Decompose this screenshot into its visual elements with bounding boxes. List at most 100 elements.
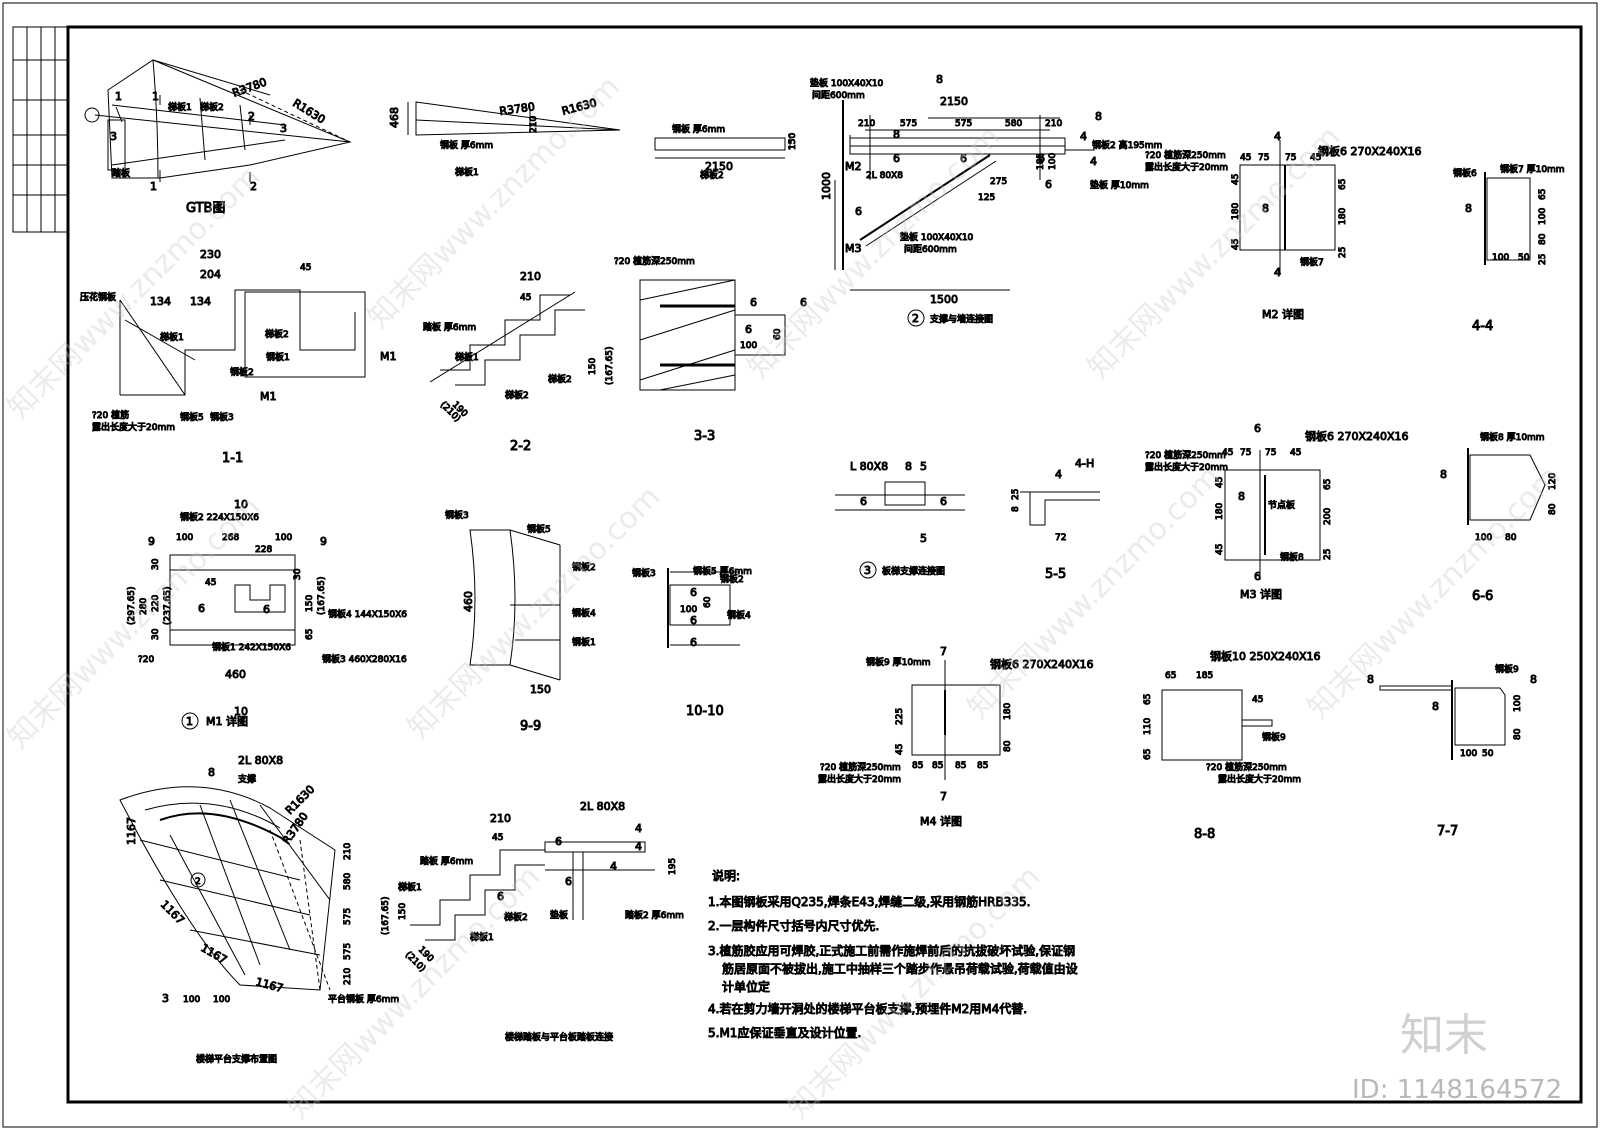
m1-dim-30a: 30 [151,558,161,570]
m3-exposed: 露出长度大于20mm [1145,461,1228,473]
m4-dim-85d: 85 [977,761,988,771]
m2-dim-45a: 45 [1240,153,1251,163]
sc-caption: 楼梯踏板与平台板踏板连接 [505,1031,613,1043]
m1-dim-30c: 30 [293,568,303,580]
s44-plate: 钢板7 厚10mm [1500,163,1565,175]
m2-cut-bottom: 4 [1274,266,1281,279]
m2-weld: 8 [1262,202,1269,215]
notes-item-5: 5.M1应保证垂直及设计位置. [708,1025,861,1040]
s44-dim-100b: 100 [1492,253,1509,263]
support-caption: 支撑与墙连接图 [930,313,993,325]
m2-detail: ?20 植筋深250mm 露出长度大于20mm 钢板6 270X240X16 4… [1145,130,1423,322]
s11-dim-134b: 134 [190,295,211,308]
section-5-5: 25 8 72 4 4-H 5-5 [1011,457,1100,583]
sc-weld-2: 6 [565,875,572,888]
sc-dim-16765: (167.65) [381,896,391,935]
platform-caption: 楼梯平台支撑布置图 [196,1053,277,1065]
m4-dim-45: 45 [895,744,905,755]
s22-dim-150: 150 [588,358,598,375]
s44-dim-100: 100 [1538,208,1548,225]
s11-steel5: 钢板5 [180,411,204,423]
s99-steel2: 钢板2 [572,561,596,573]
s44-dim-25: 25 [1538,254,1548,265]
platform-member: 2L 80X8 [238,754,283,767]
m1-dim-23765: (237.65) [163,586,173,625]
support-dim-210b: 210 [1045,119,1062,129]
m3-weld: 8 [1238,490,1245,503]
support-tag-m3: M3 [845,242,862,255]
s1010-dim-60: 60 [703,596,713,608]
s11-anchor: ?20 植筋 [92,409,129,421]
m3-dim-45a: 45 [1222,448,1233,458]
s55-weld-1: 4-H [1075,457,1094,470]
s44-weld: 8 [1465,202,1472,215]
m4-detail: 钢板9 厚10mm 钢板6 270X240X16 ?20 植筋深250mm 露出… [818,645,1095,829]
watermark-tile: 知末网www.znzmo.com [961,459,1227,725]
s22-dim-45: 45 [520,293,531,303]
s88-caption: 8-8 [1194,827,1215,842]
m3-dim-75b: 75 [1265,448,1276,458]
m1-dim-268: 268 [222,533,239,543]
s44-dim-80: 80 [1538,233,1548,245]
s11-m1a: M1 [380,350,397,363]
m2-dim-180a: 180 [1231,203,1241,220]
m4-cut-bottom: 7 [940,790,947,803]
m4-exposed: 露出长度大于20mm [818,773,901,785]
platform-plate: 平台钢板 厚6mm [328,993,399,1005]
s1010-weld-2: 6 [690,636,697,649]
m10-dim-110: 110 [1143,718,1153,735]
platform-dim-210a: 210 [343,843,353,860]
sc-tread1: 梯板1 [398,881,422,893]
s55conn-cut-top: 5 [920,460,927,473]
s66-weld: 8 [1440,468,1447,481]
m3-dim-25: 25 [1323,549,1333,560]
s99-steel1: 钢板1 [572,636,596,648]
s66-caption: 6-6 [1472,589,1493,604]
platform-dim-1167c: 1167 [199,941,230,966]
s44-dim-50: 50 [1518,253,1530,263]
platform-dim-1167a: 1167 [125,817,138,845]
sc-beam: 踏板2 厚6mm [625,909,684,921]
s11-steel1: 钢板1 [266,351,290,363]
m1-weld-2: 45 [205,578,216,588]
platform-dim-580: 580 [343,873,353,890]
section-2-2: 210 45 150 (167.65) 190 (210) 踏板 厚6mm 梯板… [423,270,616,455]
m1-weld-0: 6 [198,602,205,615]
m3-caption: M3 详图 [1240,587,1282,601]
support-tag-8a: 8 [936,73,943,86]
m10-dim-65a: 65 [1165,671,1176,681]
section-6-6: 钢板8 厚10mm 8 120 80 100 80 6-6 [1440,431,1559,605]
m1-dim-460: 460 [225,668,246,681]
m3-dim-75a: 75 [1240,448,1251,458]
tread1-dim-468: 468 [388,107,401,128]
watermark-brand: 知末 [1400,1010,1488,1061]
support-dim-2150: 2150 [940,95,968,108]
platform-bottom-3: 3 [162,992,169,1005]
gtb-label-1a: 1 [115,90,122,103]
m1-cut-top: 10 [234,498,248,511]
s55-dim-72: 72 [1055,533,1066,543]
m3-dim-65: 65 [1323,479,1333,490]
tread1-r-outer: R3780 [499,100,536,118]
s77-caption: 7-7 [1437,824,1458,839]
s66-dim-120: 120 [1548,473,1558,490]
m2-dim-65: 65 [1338,179,1348,190]
watermark-tile: 知末网www.znzmo.com [741,119,1007,385]
support-dim-1000: 1000 [820,172,833,200]
m10-dim-65b: 65 [1143,694,1153,705]
m1-dim-150: 150 [305,595,315,612]
section-4-4: 钢板7 厚10mm 钢板6 8 65 100 80 25 100 50 4-4 [1453,163,1566,335]
m1-dim-220: 220 [151,595,161,612]
platform-mark: 2 [195,877,201,887]
s55conn-weld-1: 6 [940,495,947,508]
s11-pressed: 压花钢板 [80,291,116,303]
m4-dim-85a: 85 [912,761,923,771]
gtb-step: 踏板 [112,167,130,179]
s33-anchor: ?20 植筋深250mm [614,255,695,267]
sc-tread2: 梯板2 [504,911,528,923]
m2-dim-45b: 45 [1310,153,1321,163]
gtb-r-outer: R3780 [231,75,269,99]
m1-dim-100a: 100 [176,533,193,543]
support-top-spacing: 间距600mm [812,89,865,101]
support-dim-1500: 1500 [930,293,958,306]
